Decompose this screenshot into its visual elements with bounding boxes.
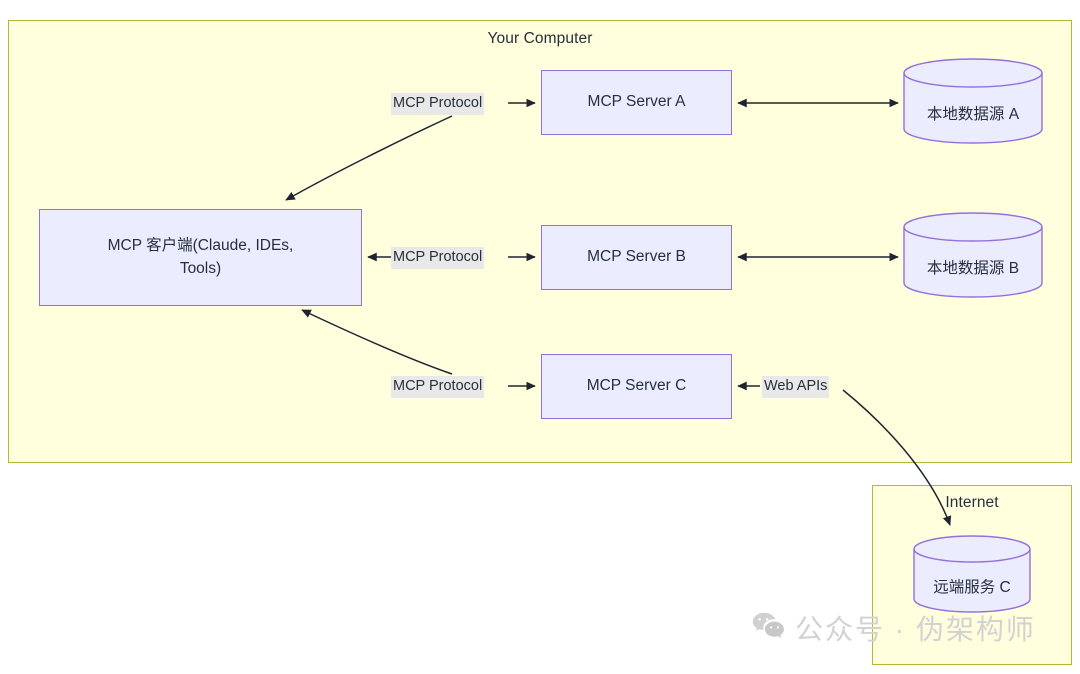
edge-label-protocol-a: MCP Protocol [391,93,485,115]
edge-label-protocol-c: MCP Protocol [391,376,485,398]
cylinder-shape [903,58,1043,144]
edge-label-protocol-b: MCP Protocol [391,247,485,269]
node-remote-service-c[interactable]: 远端服务 C [913,535,1031,613]
cylinder-shape [913,535,1031,613]
cluster-internet-title: Internet [945,494,999,511]
node-mcp-server-a[interactable]: MCP Server A [541,70,732,135]
node-mcp-client-label-line1: MCP 客户端(Claude, IDEs, [107,237,294,255]
node-mcp-client-label-line2: Tools) [179,259,222,277]
node-datasource-b[interactable]: 本地数据源 B [903,212,1043,298]
edge-label-web-apis: Web APIs [762,376,830,398]
node-mcp-server-c-label: MCP Server C [586,377,687,395]
edge-server-c-to-client-curve [301,309,453,375]
node-datasource-a[interactable]: 本地数据源 A [903,58,1043,144]
cluster-your-computer-title: Your Computer [487,30,593,47]
edge-client-to-server-a-curve [285,115,453,201]
node-datasource-b-label: 本地数据源 B [926,260,1020,277]
cylinder-shape [903,212,1043,298]
node-mcp-server-a-label: MCP Server A [587,93,686,111]
node-mcp-client[interactable]: MCP 客户端(Claude, IDEs, Tools) [39,209,362,306]
node-datasource-a-label: 本地数据源 A [926,106,1020,123]
node-mcp-server-b[interactable]: MCP Server B [541,225,732,290]
cluster-internet: Internet [872,485,1072,665]
node-mcp-server-c[interactable]: MCP Server C [541,354,732,419]
edge-web-apis-to-remote-service-curve [842,389,952,526]
node-remote-service-c-label: 远端服务 C [933,579,1011,596]
node-mcp-server-b-label: MCP Server B [587,248,686,266]
node-mcp-client-label: MCP 客户端(Claude, IDEs, Tools) [108,235,294,280]
